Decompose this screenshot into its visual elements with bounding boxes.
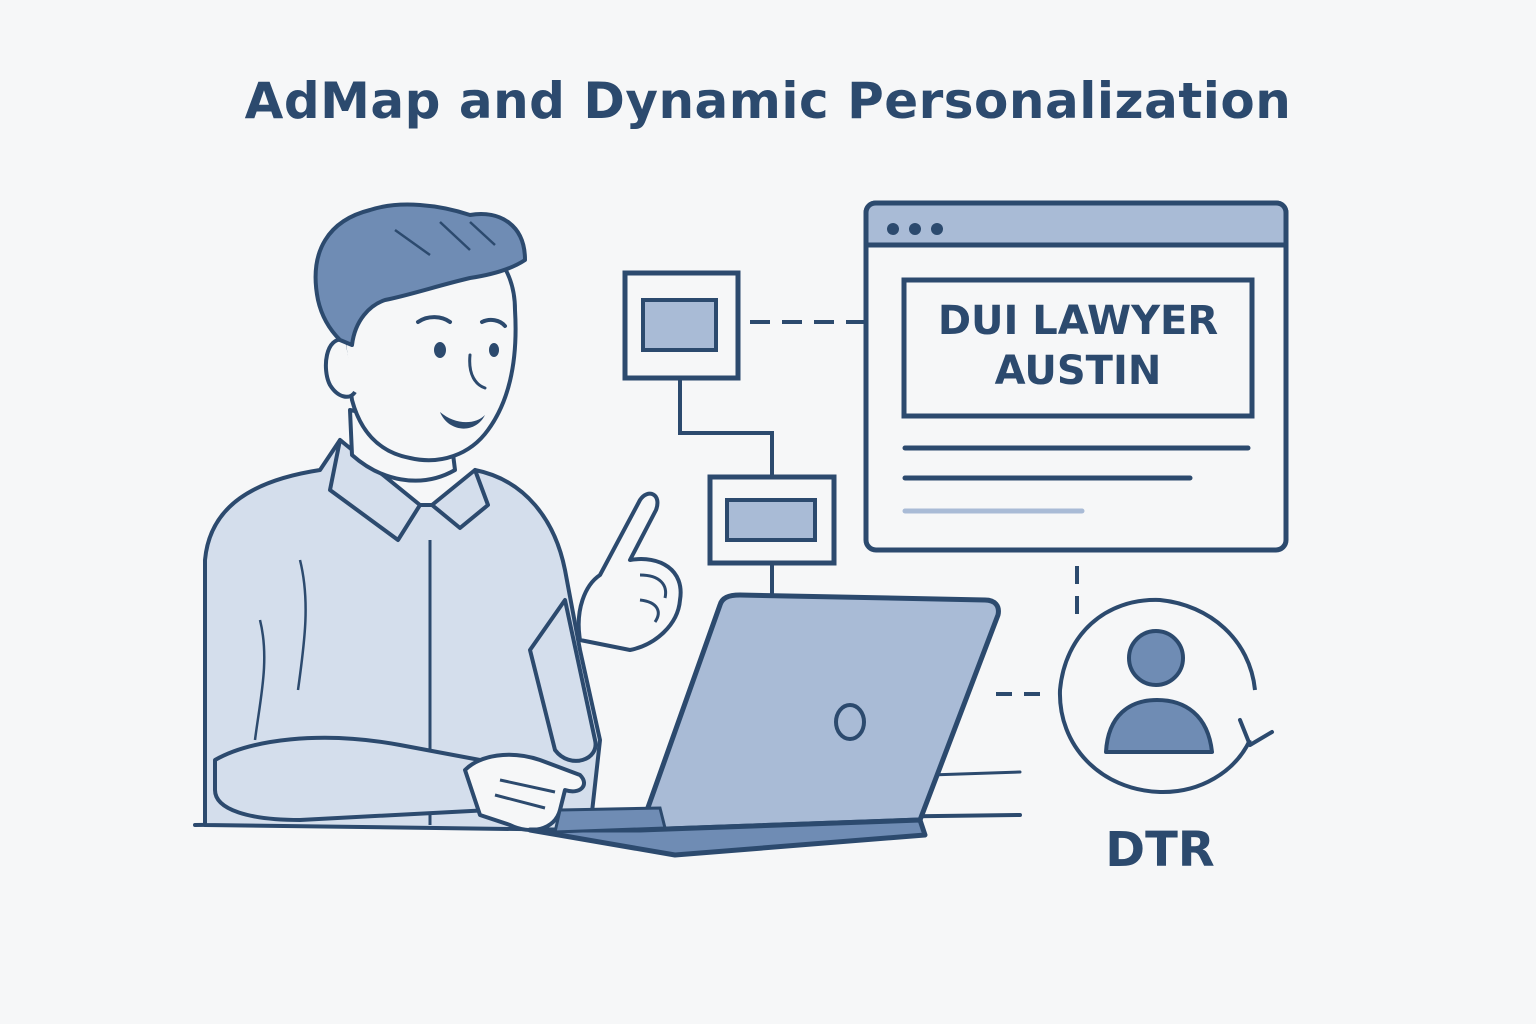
ad-headline-line1: DUI LAWYER [937, 298, 1219, 344]
ad-headline-line2: AUSTIN [994, 348, 1162, 394]
user-circle-arc [1057, 597, 1257, 795]
refresh-arrow-icon [1238, 718, 1274, 747]
person-figure [203, 202, 683, 832]
laptop-logo [834, 703, 866, 741]
laptop [527, 592, 1001, 858]
window-dot-icon [931, 223, 943, 235]
browser-window [863, 200, 1289, 553]
desk-line-right [928, 770, 1022, 777]
ad-headline-box [901, 277, 1255, 419]
person-hair [313, 202, 527, 347]
user-body [1104, 698, 1214, 754]
window-dot-icon [909, 223, 921, 235]
laptop-lid [637, 592, 1001, 833]
flow-connector [678, 378, 774, 477]
dtr-label: DTR [1105, 822, 1215, 878]
ad-headline: DUI LAWYER AUSTIN [904, 296, 1252, 396]
user-icon [1057, 597, 1274, 795]
flow-node-bottom [707, 474, 837, 566]
window-dot-icon [887, 223, 899, 235]
page-title: AdMap and Dynamic Personalization [244, 72, 1292, 130]
flow-node-top [622, 270, 741, 381]
user-head [1127, 629, 1185, 687]
pointing-hand [576, 491, 683, 652]
